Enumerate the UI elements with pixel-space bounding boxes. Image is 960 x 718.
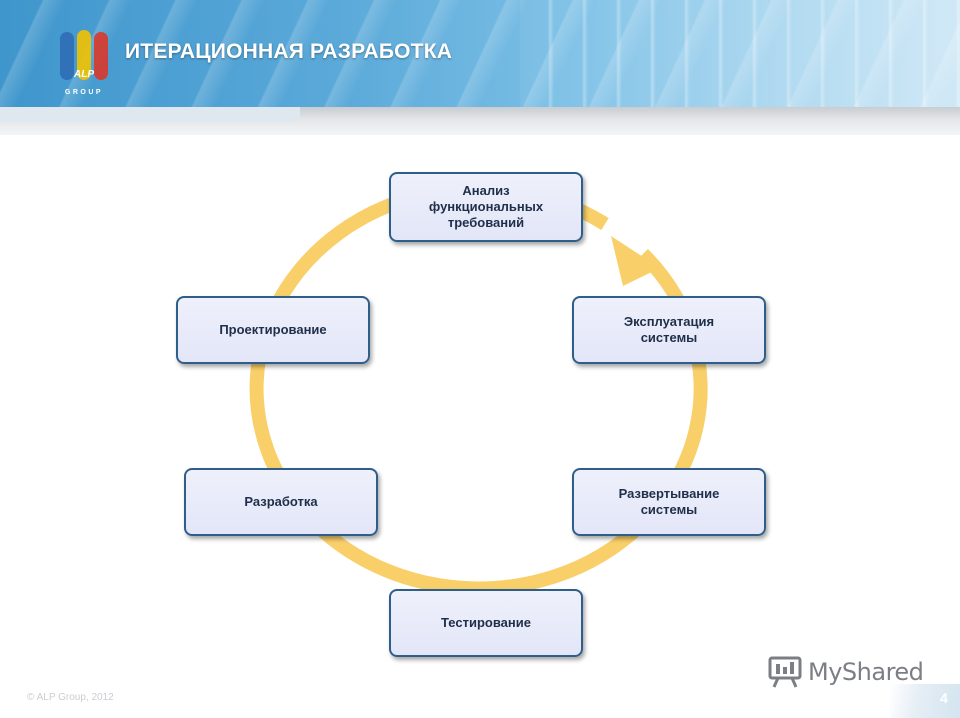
- stage-development: Разработка: [184, 468, 378, 536]
- stage-deployment: Развертывание системы: [572, 468, 766, 536]
- header-stripes: [0, 0, 960, 122]
- stage-label: Эксплуатация системы: [623, 314, 715, 345]
- svg-text:ALP: ALP: [73, 69, 94, 80]
- stage-label: Анализ функциональных требований: [428, 183, 544, 230]
- stage-label: Проектирование: [219, 322, 327, 337]
- copyright-text: © ALP Group, 2012: [27, 692, 114, 703]
- stage-label: Разработка: [244, 494, 318, 509]
- stage-label: Развертывание системы: [618, 486, 720, 517]
- cycle-arrowhead: [611, 236, 660, 286]
- stage-operation: Эксплуатация системы: [572, 296, 766, 364]
- page-title: ИТЕРАЦИОННАЯ РАЗРАБОТКА: [125, 40, 453, 63]
- watermark-text: MyShared: [808, 658, 924, 686]
- presentation-board-icon: [768, 656, 802, 688]
- stage-design: Проектирование: [176, 296, 370, 364]
- myshared-watermark: MyShared: [768, 656, 924, 688]
- alp-group-logo: ALP GROUP: [56, 28, 112, 100]
- logo-graphic: ALP GROUP: [60, 30, 108, 96]
- svg-text:GROUP: GROUP: [65, 89, 103, 96]
- header-band: [0, 107, 960, 135]
- page-number-background: [890, 684, 960, 718]
- stage-analysis: Анализ функциональных требований: [389, 172, 583, 242]
- stage-testing: Тестирование: [389, 589, 583, 657]
- stage-label: Тестирование: [441, 615, 531, 630]
- header-banner: [0, 0, 960, 122]
- header-glass-pattern: [520, 0, 960, 122]
- page-number: 4: [940, 690, 948, 706]
